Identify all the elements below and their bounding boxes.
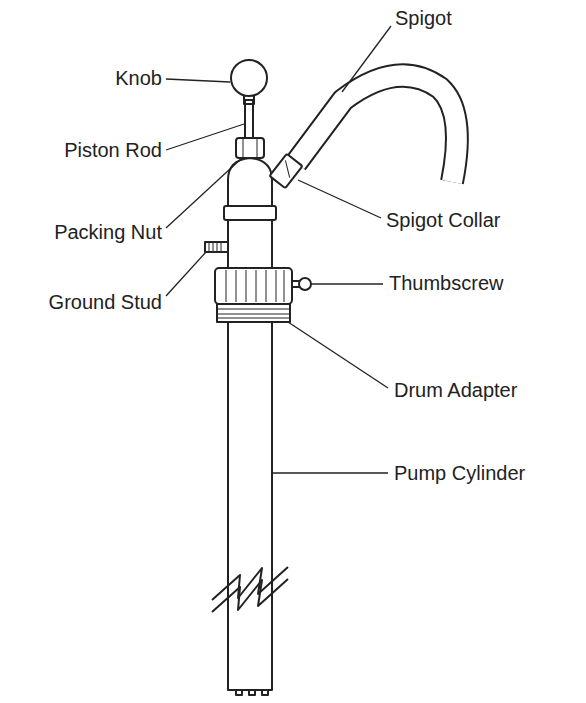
cylinder-foot	[236, 690, 268, 695]
leader-line	[166, 252, 206, 296]
leader-line	[166, 79, 230, 82]
leader-lines	[166, 26, 391, 473]
part-label: Spigot Collar	[386, 209, 501, 231]
part-label: Spigot	[395, 7, 452, 29]
leader-line	[298, 180, 381, 218]
part-label: Packing Nut	[54, 221, 162, 243]
adapter-thread	[217, 304, 290, 322]
leader-line	[288, 322, 388, 388]
part-label: Knob	[115, 67, 162, 89]
leader-line	[342, 26, 391, 92]
leader-line	[311, 283, 383, 284]
part-label: Ground Stud	[49, 291, 162, 313]
leader-line	[166, 124, 244, 150]
part-label: Pump Cylinder	[394, 462, 525, 484]
pump-cylinder	[228, 320, 272, 690]
break-mark	[212, 579, 288, 612]
drum-adapter	[215, 268, 292, 304]
head-band	[224, 206, 276, 220]
knob	[231, 60, 267, 96]
leader-line	[166, 157, 243, 228]
part-label: Thumbscrew	[389, 272, 503, 294]
piston-rod	[245, 100, 253, 138]
part-label: Drum Adapter	[394, 379, 517, 401]
spigot-tube-inner	[296, 76, 457, 183]
ground-stud	[205, 242, 228, 252]
thumbscrew-knob	[299, 278, 311, 290]
packing-nut	[236, 138, 264, 158]
spigot-tube	[296, 76, 457, 183]
spigot-collar	[270, 154, 303, 188]
leader-line	[272, 472, 388, 473]
part-label: Piston Rod	[64, 139, 162, 161]
